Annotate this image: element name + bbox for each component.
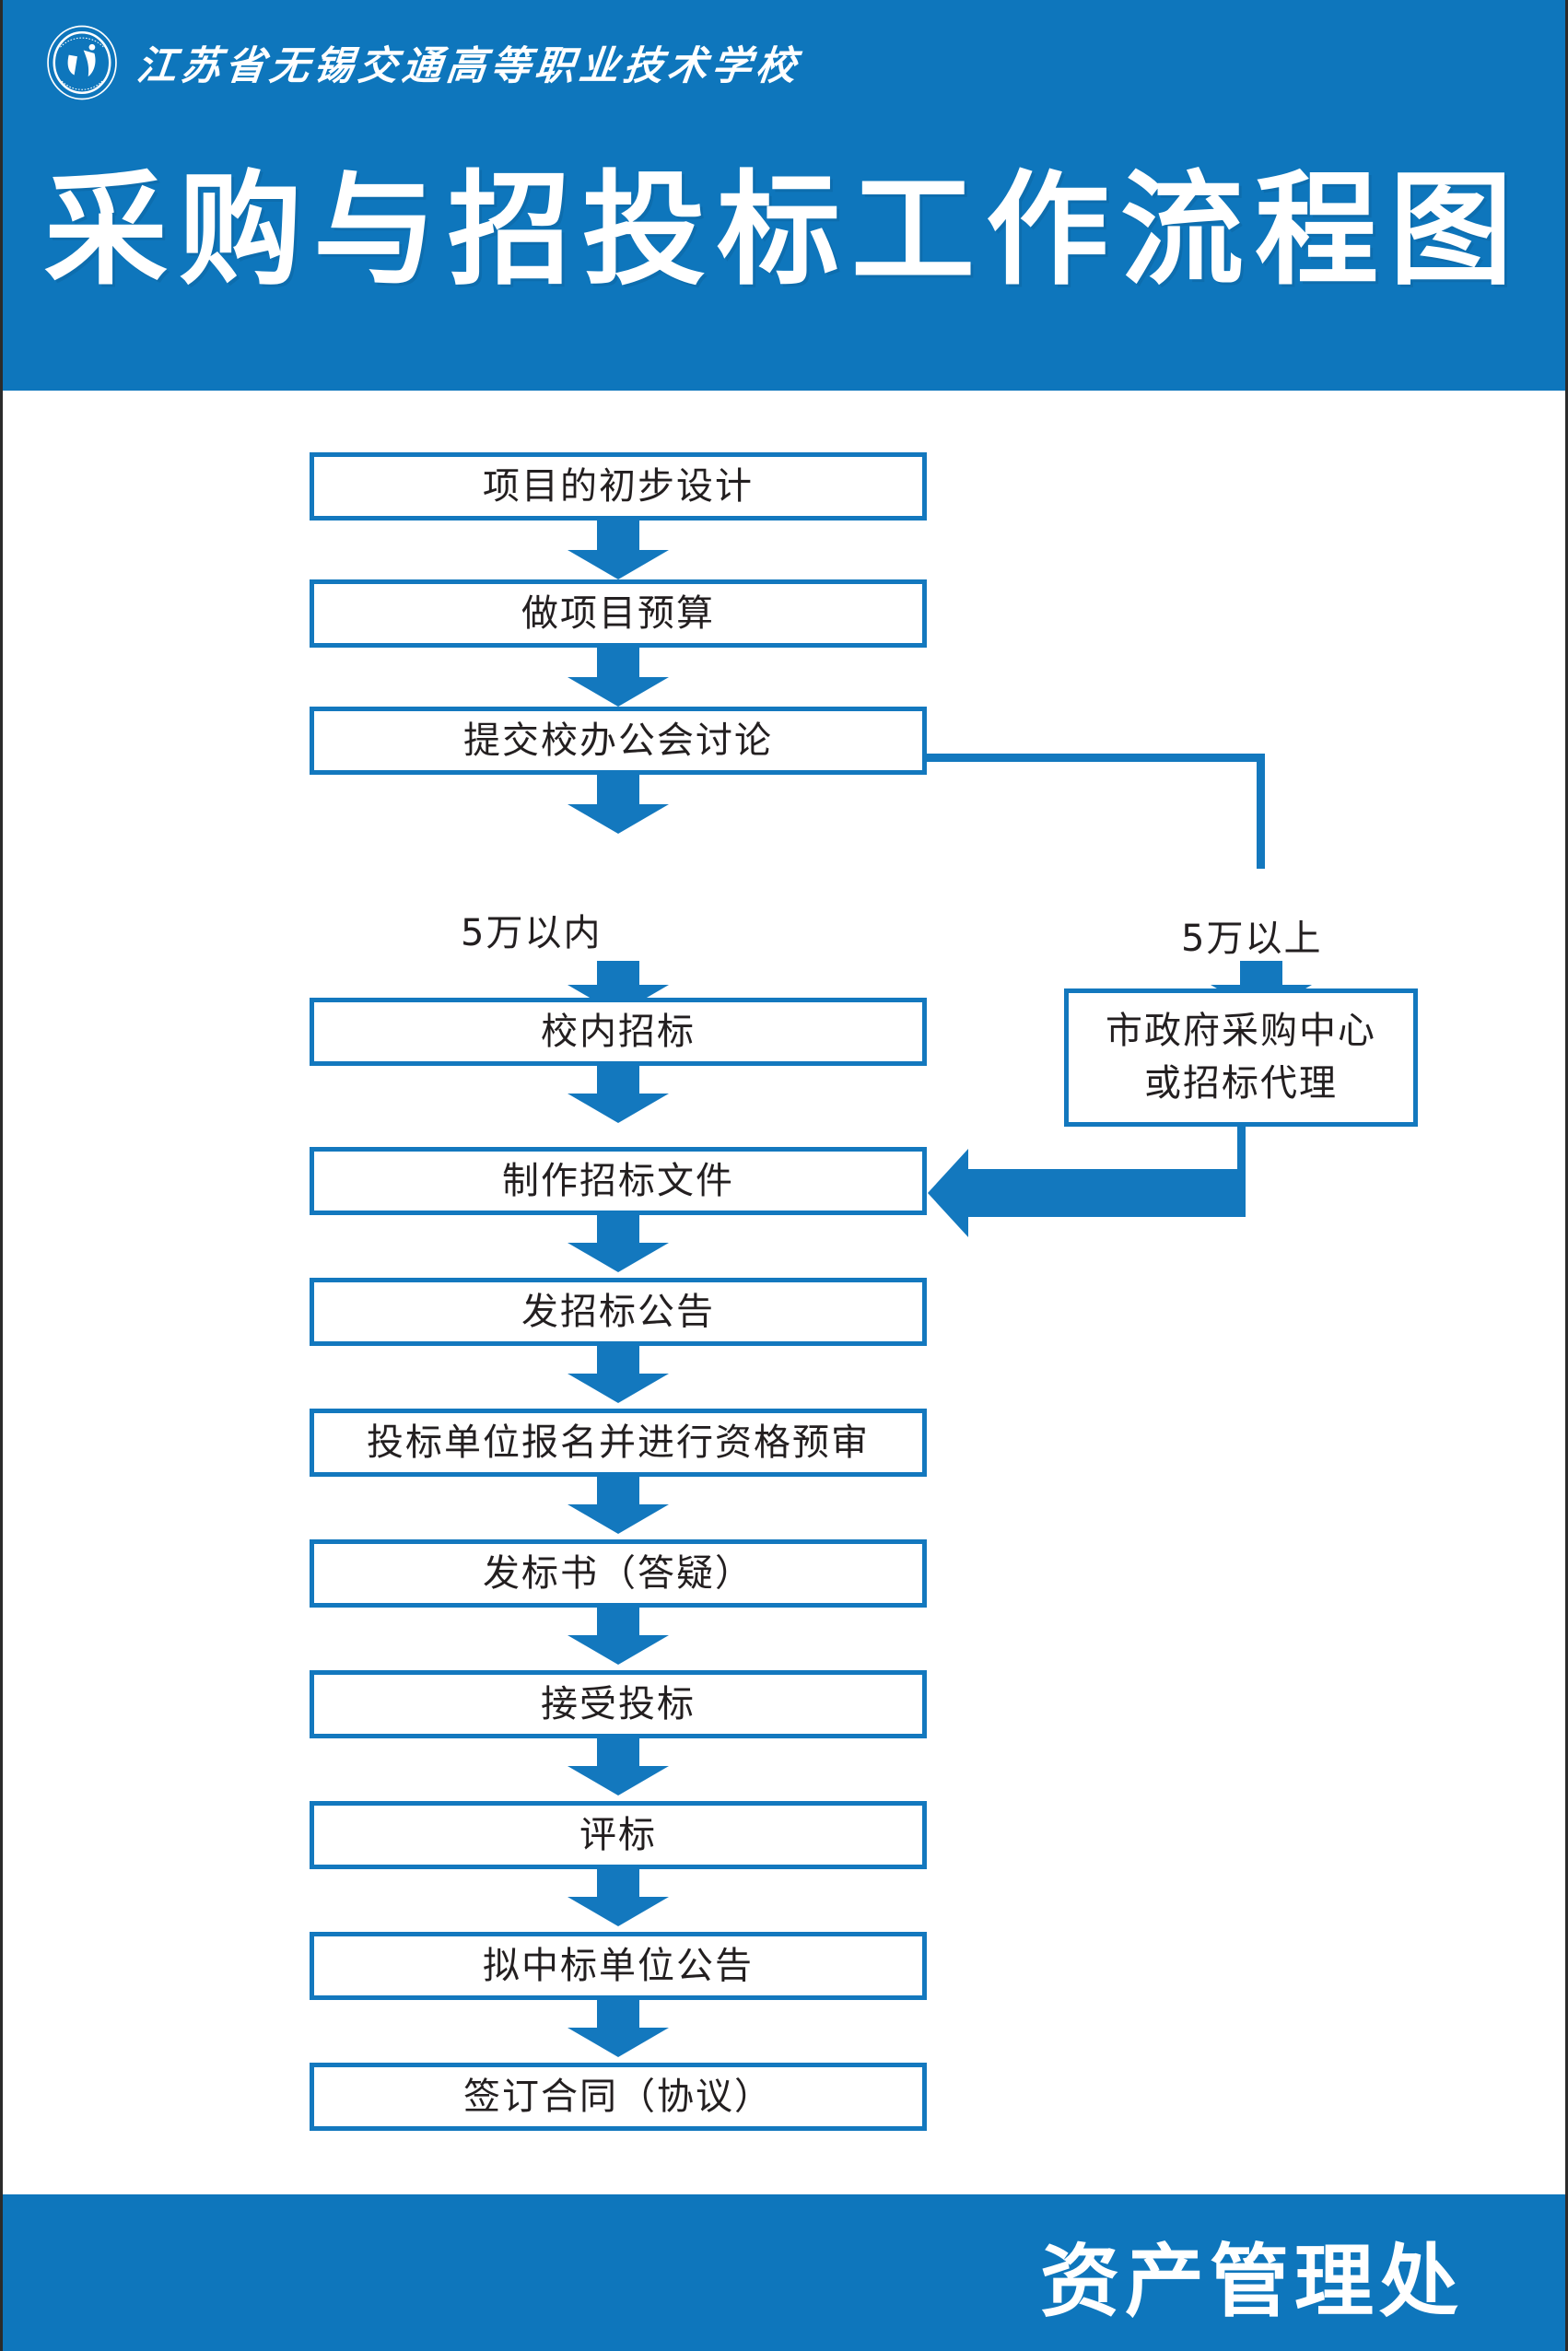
- flow-node-sign-contract[interactable]: 签订合同（协议）: [310, 2063, 927, 2131]
- flow-node-prepare-bid-documents[interactable]: 制作招标文件: [310, 1147, 927, 1215]
- flowchart: 项目的初步设计 做项目预算 提交校办公会讨论: [3, 391, 1565, 2194]
- flow-node-label: 做项目预算: [521, 591, 715, 635]
- flow-node-label: 校内招标: [541, 1010, 696, 1053]
- flow-node-label-line2: 或招标代理: [1144, 1062, 1338, 1105]
- flow-node-accept-bids[interactable]: 接受投标: [310, 1670, 927, 1738]
- flow-node-gov-procurement-center[interactable]: 市政府采购中心 或招标代理: [1064, 988, 1418, 1127]
- flow-node-label: 制作招标文件: [502, 1159, 734, 1202]
- flow-node-publish-bid-notice[interactable]: 发招标公告: [310, 1278, 927, 1346]
- flow-node-internal-bidding[interactable]: 校内招标: [310, 998, 927, 1066]
- flow-node-label: 签订合同（协议）: [463, 2075, 773, 2118]
- flow-node-label: 发标书（答疑）: [483, 1551, 754, 1595]
- flow-node-label: 发招标公告: [521, 1290, 715, 1333]
- school-identity: 江苏省无锡交通高等职业技术学校: [43, 24, 803, 101]
- flow-node-preliminary-design[interactable]: 项目的初步设计: [310, 452, 927, 520]
- flow-node-project-budget[interactable]: 做项目预算: [310, 579, 927, 648]
- school-emblem-icon: [47, 25, 117, 100]
- school-name: 江苏省无锡交通高等职业技术学校: [134, 43, 803, 89]
- flow-node-label: 接受投标: [541, 1682, 696, 1725]
- flow-node-label: 评标: [579, 1813, 657, 1856]
- footer-band: 资产管理处: [3, 2194, 1565, 2351]
- header-band: 江苏省无锡交通高等职业技术学校 采购与招投标工作流程图: [3, 0, 1565, 391]
- flow-node-bid-evaluation[interactable]: 评标: [310, 1801, 927, 1869]
- flow-node-label: 提交校办公会讨论: [463, 719, 773, 762]
- flow-node-submit-to-office-meeting[interactable]: 提交校办公会讨论: [310, 707, 927, 775]
- branch-label-under-threshold: 5万以内: [461, 912, 603, 954]
- flow-node-candidate-winner-announcement[interactable]: 拟中标单位公告: [310, 1932, 927, 2000]
- flow-node-label: 投标单位报名并进行资格预审: [367, 1421, 870, 1464]
- footer-department-label: 资产管理处: [1040, 2236, 1464, 2328]
- flow-node-label: 拟中标单位公告: [483, 1944, 754, 1987]
- page-title: 采购与招投标工作流程图: [43, 158, 1524, 302]
- flow-node-issue-bid-docs-qa[interactable]: 发标书（答疑）: [310, 1539, 927, 1608]
- flow-node-bidder-registration-prequalification[interactable]: 投标单位报名并进行资格预审: [310, 1409, 927, 1477]
- flow-node-label-line1: 市政府采购中心: [1106, 1010, 1376, 1053]
- flow-node-label: 项目的初步设计: [483, 464, 754, 508]
- branch-label-over-threshold: 5万以上: [1181, 918, 1323, 960]
